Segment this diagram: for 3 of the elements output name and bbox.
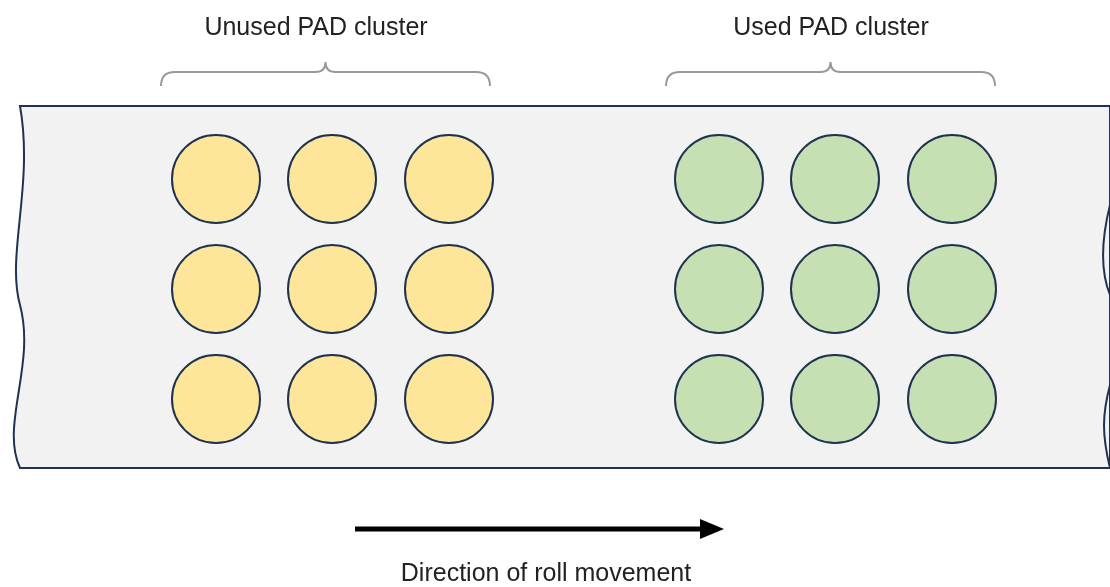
cluster-label: Unused PAD cluster	[204, 12, 428, 41]
cluster-label: Used PAD cluster	[733, 12, 929, 41]
direction-label: Direction of roll movement	[400, 558, 692, 587]
